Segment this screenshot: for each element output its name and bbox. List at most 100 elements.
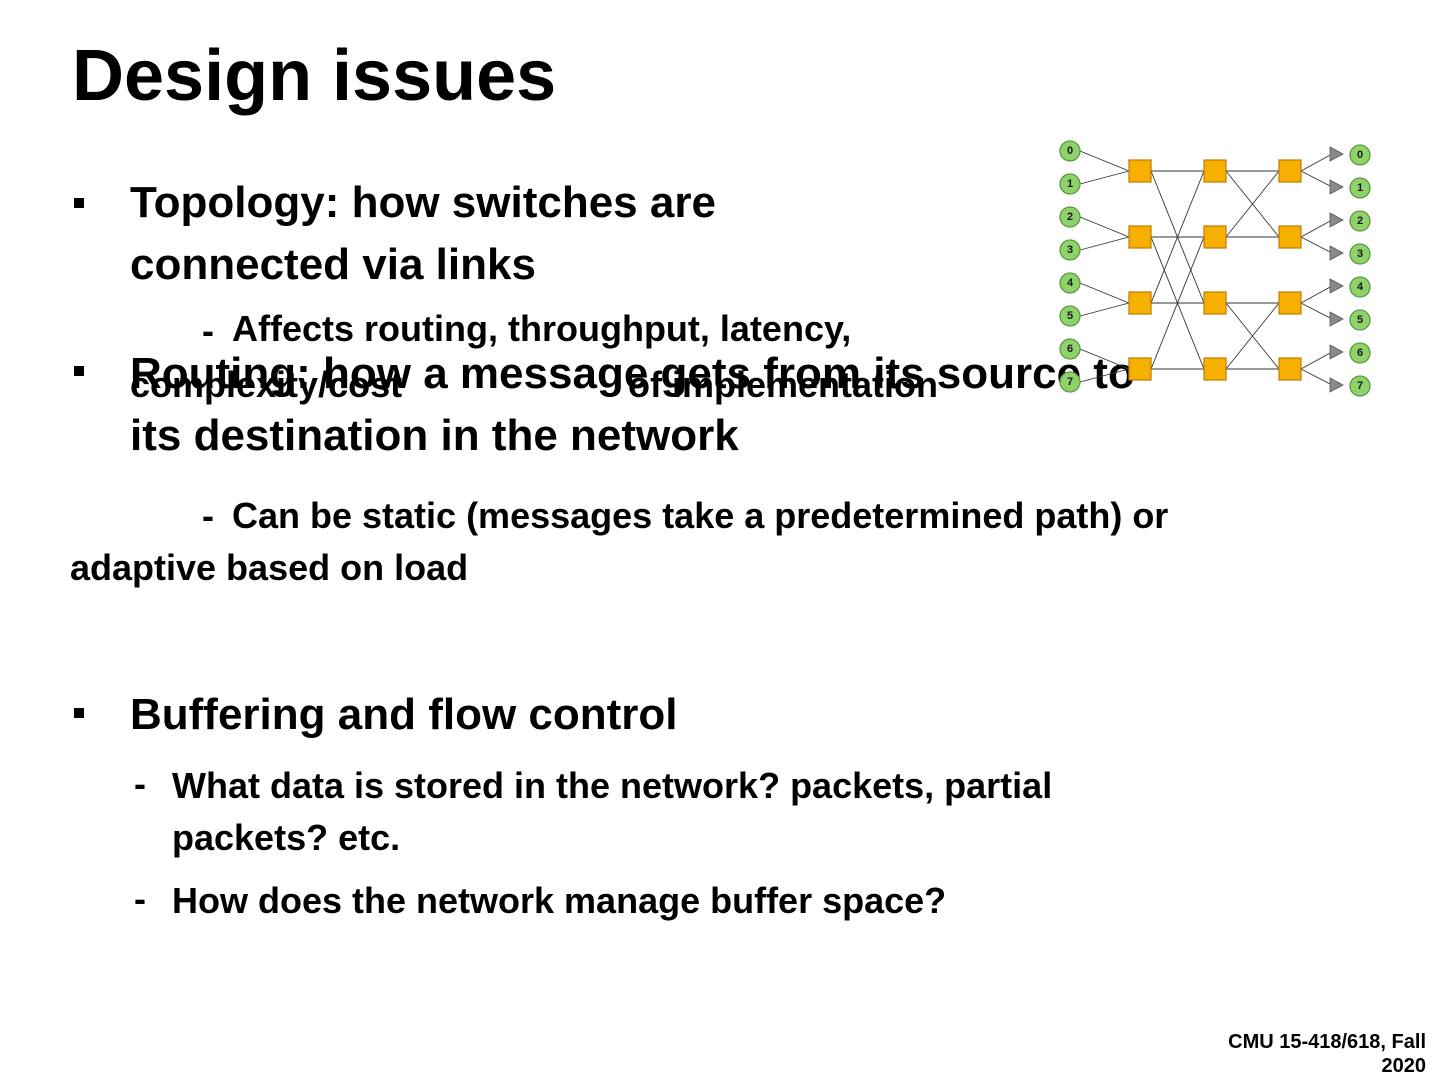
node-label: 1 xyxy=(1357,182,1363,194)
output-node: 6 xyxy=(1349,342,1371,364)
switch-box xyxy=(1278,291,1302,315)
output-node: 4 xyxy=(1349,276,1371,298)
switch-box xyxy=(1278,225,1302,249)
arrow-icon xyxy=(1329,278,1344,294)
link-line xyxy=(1079,282,1130,304)
node-label: 5 xyxy=(1067,310,1073,322)
arrow-icon xyxy=(1329,179,1344,195)
switch-box xyxy=(1203,291,1227,315)
switch-box xyxy=(1203,357,1227,381)
input-node: 3 xyxy=(1059,239,1081,261)
link-line xyxy=(1300,368,1333,386)
buffering-item-1-line2: packets? etc. xyxy=(172,817,401,858)
topology-sub-line1: Affects routing, throughput, latency, xyxy=(232,308,852,349)
footer-course-label: CMU 15-418/618, Fall 2020 xyxy=(1186,1030,1426,1078)
output-node: 7 xyxy=(1349,375,1371,397)
buffering-item-1-line1: What data is stored in the network? pack… xyxy=(172,765,1053,806)
node-label: 3 xyxy=(1357,248,1363,260)
node-label: 2 xyxy=(1067,211,1073,223)
link-line xyxy=(1300,236,1333,254)
link-line xyxy=(1079,150,1130,172)
output-node: 0 xyxy=(1349,144,1371,166)
switch-box xyxy=(1278,357,1302,381)
topology-heading-line1: Topology: how switches are xyxy=(130,178,716,227)
switch-box xyxy=(1278,159,1302,183)
link-line xyxy=(1079,368,1130,383)
switch-box xyxy=(1128,225,1152,249)
node-label: 2 xyxy=(1357,215,1363,227)
dash-marker: - xyxy=(134,878,146,919)
link-line xyxy=(1300,302,1333,320)
node-label: 7 xyxy=(1357,380,1363,392)
input-node: 5 xyxy=(1059,305,1081,327)
switch-box xyxy=(1128,357,1152,381)
switch-box xyxy=(1128,159,1152,183)
link-line xyxy=(1225,170,1280,238)
arrow-icon xyxy=(1329,146,1344,162)
bullet-marker xyxy=(74,198,84,208)
page-title: Design issues xyxy=(72,36,557,116)
node-label: 5 xyxy=(1357,314,1363,326)
network-topology-diagram: 0 1 2 3 4 5 6 7 0 1 2 3 4 5 6 7 xyxy=(1059,140,1371,397)
dash-marker: - xyxy=(202,310,214,351)
output-node: 3 xyxy=(1349,243,1371,265)
node-label: 1 xyxy=(1067,178,1073,190)
topology-sub-line2: complexity/cost xyxy=(130,364,403,405)
bullet-marker xyxy=(74,366,84,376)
arrow-icon xyxy=(1329,377,1344,393)
output-node: 1 xyxy=(1349,177,1371,199)
node-label: 6 xyxy=(1067,343,1073,355)
output-node: 2 xyxy=(1349,210,1371,232)
dash-marker: - xyxy=(134,763,146,804)
link-line xyxy=(1150,170,1205,304)
link-line xyxy=(1300,219,1333,238)
link-line xyxy=(1079,302,1130,317)
node-label: 4 xyxy=(1357,281,1364,293)
network-links xyxy=(1079,150,1333,386)
output-nodes: 0 1 2 3 4 5 6 7 xyxy=(1329,144,1371,397)
input-node: 7 xyxy=(1059,371,1081,393)
input-node: 2 xyxy=(1059,206,1081,228)
routing-heading-line1: Routing: how a message gets from its sou… xyxy=(130,349,1135,398)
node-label: 6 xyxy=(1357,347,1363,359)
link-line xyxy=(1079,170,1130,185)
routing-sub-line1: Can be static (messages take a predeterm… xyxy=(232,495,1169,536)
link-line xyxy=(1079,348,1130,370)
input-nodes: 0 1 2 3 4 5 6 7 xyxy=(1059,140,1081,393)
routing-heading-line2: its destination in the network xyxy=(130,411,739,460)
dash-marker: - xyxy=(202,495,214,536)
link-line xyxy=(1079,216,1130,238)
buffering-heading: Buffering and flow control xyxy=(130,690,678,739)
arrow-icon xyxy=(1329,212,1344,228)
link-line xyxy=(1300,351,1333,370)
link-line xyxy=(1150,236,1205,370)
link-line xyxy=(1225,302,1280,370)
input-node: 0 xyxy=(1059,140,1081,162)
footer-line2: 2020 xyxy=(1381,1055,1427,1077)
node-label: 7 xyxy=(1067,376,1073,388)
input-node: 6 xyxy=(1059,338,1081,360)
bullet-marker xyxy=(74,708,84,718)
topology-sub-line2-tail: of implementation xyxy=(628,364,939,405)
arrow-icon xyxy=(1329,311,1344,327)
switch-box xyxy=(1203,225,1227,249)
topology-heading-line2: connected via links xyxy=(130,240,536,289)
arrow-icon xyxy=(1329,344,1344,360)
input-node: 1 xyxy=(1059,173,1081,195)
arrow-icon xyxy=(1329,245,1344,261)
footer-line1: CMU 15-418/618, Fall xyxy=(1228,1031,1426,1053)
buffering-item-2-line1: How does the network manage buffer space… xyxy=(172,880,947,921)
node-label: 4 xyxy=(1067,277,1074,289)
output-node: 5 xyxy=(1349,309,1371,331)
node-label: 3 xyxy=(1067,244,1073,256)
input-node: 4 xyxy=(1059,272,1081,294)
link-line xyxy=(1300,170,1333,188)
switch-box xyxy=(1128,291,1152,315)
switch-box xyxy=(1203,159,1227,183)
link-line xyxy=(1079,236,1130,251)
node-label: 0 xyxy=(1357,149,1363,161)
node-label: 0 xyxy=(1067,145,1073,157)
routing-sub-line2: adaptive based on load xyxy=(70,547,469,588)
link-line xyxy=(1300,153,1333,172)
switch-grid xyxy=(1128,159,1302,381)
